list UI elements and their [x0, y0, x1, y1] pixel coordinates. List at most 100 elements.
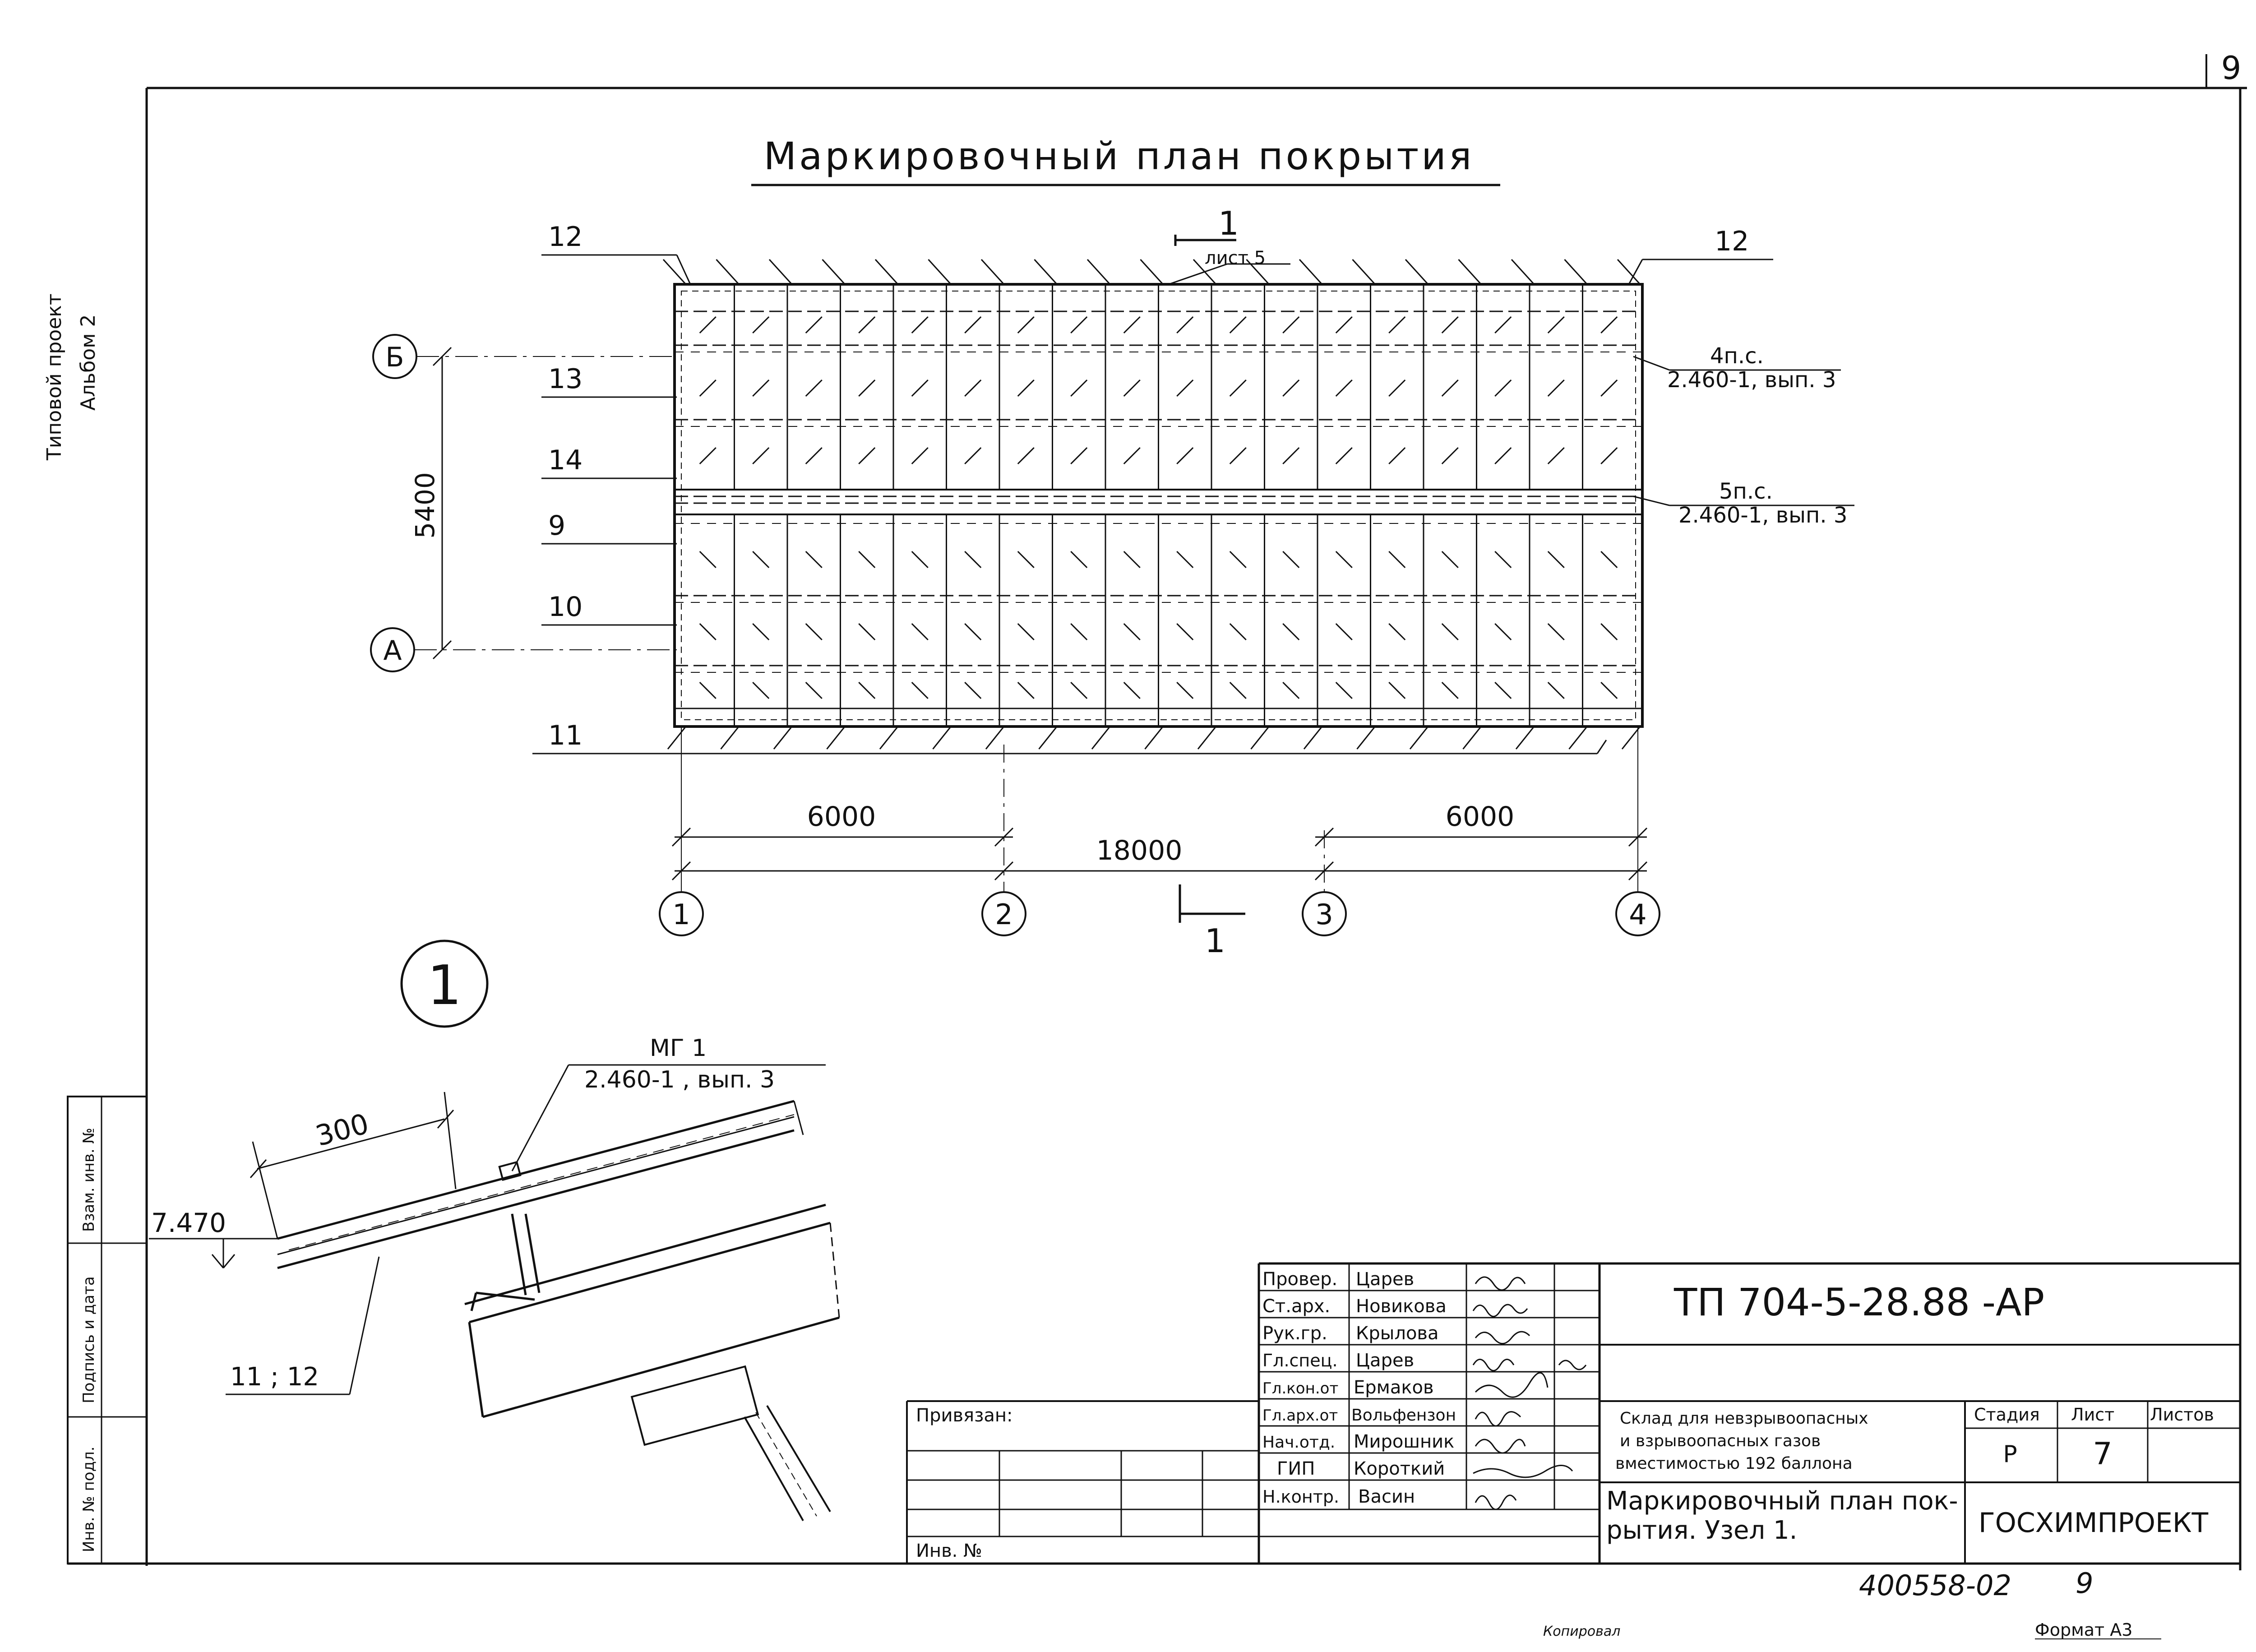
tb-role: Провер. — [1262, 1269, 1337, 1290]
panel-diagonal-mark — [1282, 551, 1300, 569]
tb-role: Гл.спец. — [1262, 1351, 1338, 1370]
panel-diagonal-mark — [1547, 379, 1565, 397]
stamp-replacement-inv: Взам. инв. № — [80, 1128, 98, 1232]
axis-number-4: 4 — [1629, 898, 1646, 931]
row-mark-12-right: 12 — [1715, 226, 1749, 257]
panel-diagonal-mark — [1123, 623, 1141, 641]
section-bottom-number: 1 — [1205, 922, 1225, 960]
edge-hatch-mark — [720, 726, 740, 750]
panel-diagonal-mark — [805, 379, 823, 397]
row-mark-13: 13 — [548, 363, 582, 395]
tb-object-line-1: Склад для невзрывоопасных — [1620, 1409, 1868, 1428]
node-detail: 1 МГ 1 2.460-1 , вып. 3 — [149, 939, 840, 1521]
plan-title-text: Маркировочный план покрытия — [764, 134, 1475, 178]
axis-numbers: 1 2 3 4 — [659, 891, 1660, 936]
axis-letter-a: А — [383, 635, 402, 666]
panel-diagonal-mark — [1017, 447, 1035, 465]
section-top-sheet-ref: лист 5 — [1205, 248, 1266, 268]
edge-hatch-mark — [667, 726, 687, 750]
panel-diagonal-mark — [1600, 316, 1618, 334]
tb-role: ГИП — [1277, 1458, 1315, 1479]
axis-number-3: 3 — [1315, 898, 1333, 931]
tb-object-line-2: и взрывоопасных газов — [1620, 1432, 1821, 1450]
tb-object-line-3: вместимостью 192 баллона — [1615, 1454, 1853, 1473]
panel-diagonal-mark — [1388, 551, 1406, 569]
panel-diagonal-mark — [1388, 379, 1406, 397]
panel-diagonal-mark — [805, 551, 823, 569]
row-marks-left: 12 13 14 9 10 11 — [532, 221, 1607, 754]
callout-lower-count: 5п.с. — [1719, 479, 1773, 504]
panel-diagonal-mark — [964, 447, 982, 465]
stamp-signature-date: Подпись и дата — [80, 1276, 98, 1403]
tb-name: Мирошник — [1354, 1431, 1454, 1452]
panel-diagonal-mark — [1282, 681, 1300, 699]
tb-name: Царев — [1356, 1350, 1414, 1371]
panel-diagonal-mark — [699, 681, 717, 699]
panel-diagonal-mark — [1176, 551, 1194, 569]
panel-diagonal-mark — [752, 379, 770, 397]
panel-diagonal-mark — [1176, 447, 1194, 465]
footer-format-label: Формат А3 — [2035, 1620, 2132, 1640]
panel-diagonal-mark — [1441, 379, 1459, 397]
panel-diagonal-mark — [1441, 316, 1459, 334]
footer: 400558-02 9 Копировал Формат А3 — [1543, 1567, 2161, 1640]
node-brace-mark: МГ 1 — [650, 1035, 707, 1062]
page-number: 9 — [2221, 50, 2242, 87]
tb-role: Гл.кон.от — [1262, 1379, 1338, 1397]
panel-diagonal-mark — [1335, 316, 1353, 334]
edge-hatch-mark — [1140, 259, 1164, 285]
dim-6000-left: 6000 — [807, 801, 876, 833]
tb-name: Короткий — [1354, 1458, 1445, 1479]
panel-diagonal-mark — [1123, 316, 1141, 334]
panel-diagonal-mark — [1388, 316, 1406, 334]
edge-hatch-mark — [822, 259, 846, 285]
panel-diagonal-mark — [858, 551, 876, 569]
edge-hatch-mark — [1091, 726, 1111, 750]
panel-diagonal-mark — [1600, 379, 1618, 397]
title-block: Привязан: Инв. № Провер. Царев Ст.арх. Н… — [906, 1262, 2240, 1564]
edge-hatch-mark — [1462, 726, 1482, 750]
tb-organization: ГОСХИМПРОЕКТ — [1979, 1507, 2209, 1539]
panel-diagonal-mark — [1123, 681, 1141, 699]
panel-diagonal-mark — [1600, 681, 1618, 699]
panel-diagonal-mark — [1494, 623, 1512, 641]
node-elevation: 7.470 — [151, 1208, 226, 1238]
panel-diagonal-mark — [1070, 316, 1088, 334]
panel-diagonal-mark — [964, 681, 982, 699]
axis-number-2: 2 — [995, 898, 1012, 931]
edge-hatch-mark — [928, 259, 952, 285]
edge-hatch-mark — [1356, 726, 1376, 750]
panel-diagonal-mark — [1335, 447, 1353, 465]
edge-hatch-mark — [1511, 259, 1535, 285]
axis-grid-lines — [681, 727, 1638, 891]
panel-diagonal-mark — [752, 623, 770, 641]
edge-hatch-mark — [1409, 726, 1429, 750]
panel-diagonal-mark — [911, 447, 929, 465]
panel-diagonal-mark — [699, 379, 717, 397]
panel-diagonal-mark — [699, 316, 717, 334]
stamp-inv-original: Инв. № подл. — [80, 1446, 98, 1552]
panel-diagonal-mark — [964, 551, 982, 569]
dim-6000-right: 6000 — [1446, 801, 1515, 833]
side-label-album: Альбом 2 — [77, 315, 100, 411]
tb-sheet-value: 7 — [2093, 1436, 2112, 1472]
panel-diagonal-mark — [1229, 623, 1247, 641]
panel-diagonal-mark — [1123, 551, 1141, 569]
row-mark-11: 11 — [548, 720, 582, 751]
tb-role: Нач.отд. — [1262, 1433, 1335, 1452]
axis-letter-b: Б — [385, 342, 404, 373]
edge-hatch-mark — [1568, 726, 1588, 750]
footer-archive-number: 400558-02 — [1859, 1569, 2011, 1602]
tb-sheets-label: Листов — [2150, 1405, 2214, 1425]
panel-diagonal-mark — [964, 379, 982, 397]
row-mark-10: 10 — [548, 591, 582, 623]
panel-diagonal-mark — [805, 447, 823, 465]
edge-hatch-mark — [773, 726, 793, 750]
left-stamp: Инв. № подл. Подпись и дата Взам. инв. № — [67, 1096, 148, 1564]
panel-diagonal-mark — [1388, 623, 1406, 641]
panel-diagonal-mark — [1282, 447, 1300, 465]
edge-hatch-mark — [1621, 726, 1641, 750]
edge-hatch-mark — [1458, 259, 1482, 285]
panel-diagonal-mark — [1335, 379, 1353, 397]
tb-name: Царев — [1356, 1269, 1414, 1290]
